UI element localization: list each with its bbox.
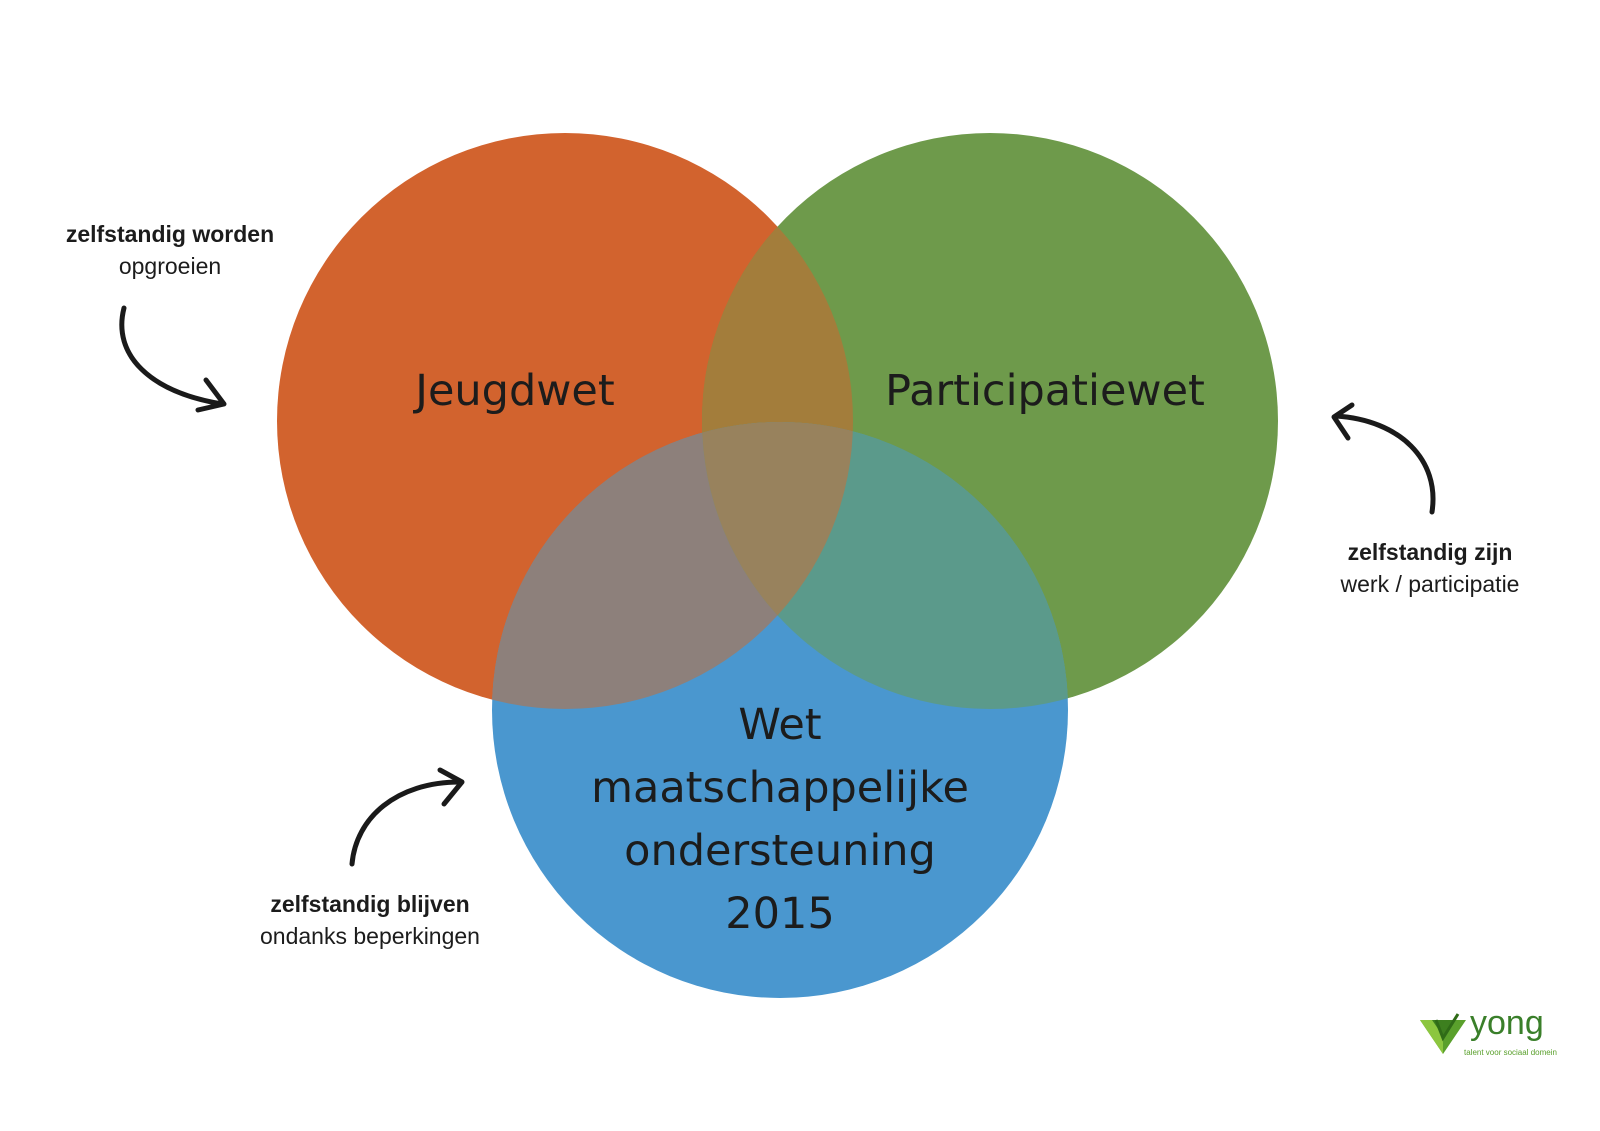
arrow-icon-bottom-left <box>349 767 465 867</box>
arrow-icon-right <box>1331 402 1436 515</box>
wmo-line-4: 2015 <box>725 889 835 939</box>
annotation-subtitle: ondanks beperkingen <box>260 923 480 949</box>
annotation-title: zelfstandig worden <box>65 221 275 247</box>
wmo-line-2: maatschappelijke <box>591 763 969 813</box>
yong-logo: yong talent voor sociaal domein <box>1418 1004 1557 1057</box>
annotation-title: zelfstandig zijn <box>1347 539 1513 565</box>
wmo-line-1: Wet <box>738 700 822 750</box>
wmo-label: Wet maatschappelijke ondersteuning 2015 <box>580 694 980 946</box>
participatiewet-label: Participatiewet <box>880 360 1210 423</box>
logo-tagline: talent voor sociaal domein <box>1464 1048 1557 1057</box>
annotation-subtitle: opgroeien <box>118 253 222 279</box>
annotation-title: zelfstandig blijven <box>270 891 470 917</box>
wmo-line-3: ondersteuning <box>624 826 936 876</box>
annotation-subtitle: werk / participatie <box>1340 571 1520 597</box>
jeugdwet-text: Jeugdwet <box>415 366 615 416</box>
arrow-icon-top-left <box>119 305 227 413</box>
diamond-icon <box>1420 1013 1466 1054</box>
annotation-zelfstandig-blijven: zelfstandig blijven ondanks beperkingen <box>225 888 515 952</box>
annotation-zelfstandig-zijn: zelfstandig zijn werk / participatie <box>1290 536 1570 600</box>
overlap-participatie-wmo <box>702 422 1068 709</box>
annotation-zelfstandig-worden: zelfstandig worden opgroeien <box>30 218 310 282</box>
logo-wordmark: yong <box>1470 1004 1544 1042</box>
overlap-jeugd-wmo <box>492 422 853 709</box>
jeugdwet-label: Jeugdwet <box>385 360 645 423</box>
participatiewet-text: Participatiewet <box>885 366 1205 416</box>
